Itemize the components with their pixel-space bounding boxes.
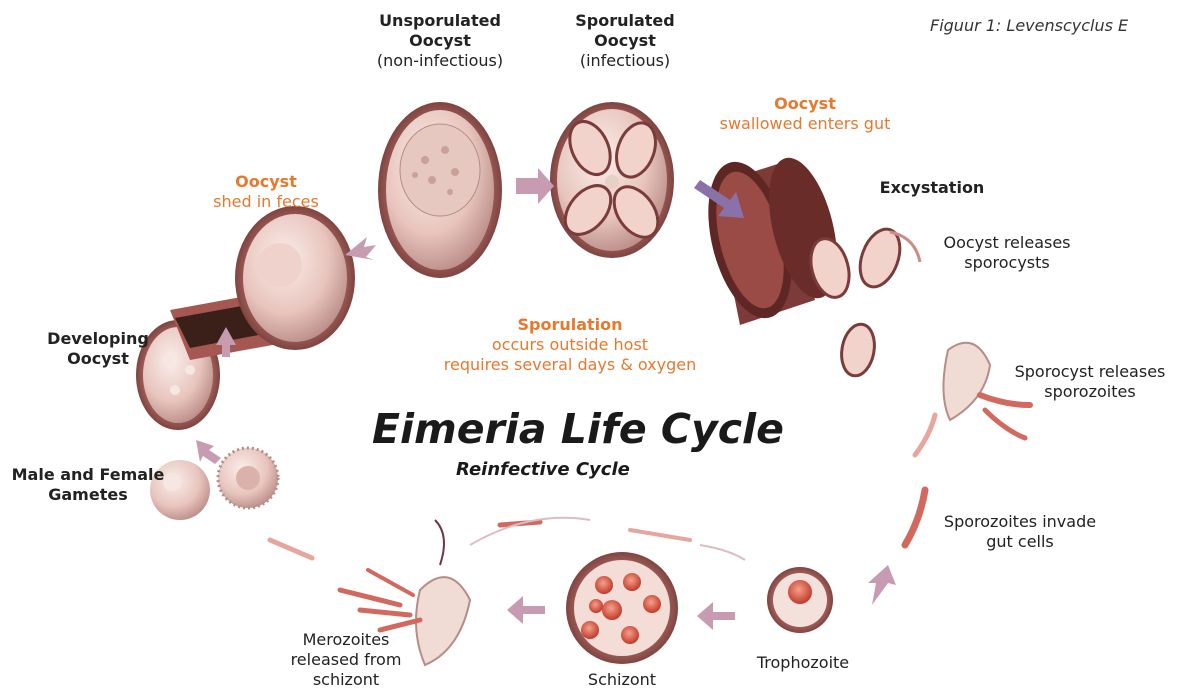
arrow-schizont-to-merozoites — [507, 596, 545, 624]
released-sporocysts-image — [805, 224, 920, 379]
shed-oocyst-image — [235, 206, 355, 350]
figure-caption: Figuur 1: Levenscyclus E — [930, 16, 1128, 35]
arrow-sporozoites-to-trophozoite — [868, 565, 896, 605]
sporulation-label: Sporulation occurs outside host requires… — [410, 315, 730, 375]
merozoites-label: Merozoites released from schizont — [278, 630, 414, 690]
arrow-unsporulated-to-sporulated — [516, 168, 554, 204]
sporocyst-releases-label: Sporocyst releases sporozoites — [993, 362, 1187, 402]
schizont-label: Schizont — [567, 670, 677, 690]
developing-oocyst-label: Developing Oocyst — [30, 329, 166, 369]
unsporulated-oocyst-image — [378, 102, 502, 278]
invading-sporozoite-image — [905, 490, 925, 545]
trophozoite-label: Trophozoite — [748, 653, 858, 673]
oocyst-shed-label: Oocyst shed in feces — [193, 172, 339, 212]
diagram-title: Eimeria Life Cycle — [372, 405, 784, 453]
sporulated-oocyst-label: Sporulated Oocyst (infectious) — [570, 11, 680, 71]
trophozoite-image — [767, 567, 833, 633]
merozoite-strands-image — [470, 518, 745, 560]
diagram-subtitle: Reinfective Cycle — [456, 459, 630, 480]
arrow-gametes-to-developing — [196, 440, 221, 464]
oocyst-swallowed-label: Oocyst swallowed enters gut — [687, 94, 923, 134]
sporulated-oocyst-image — [550, 102, 674, 258]
excystation-label: Excystation — [862, 178, 1002, 198]
schizont-image — [566, 552, 678, 664]
arrow-trophozoite-to-schizont — [697, 602, 735, 630]
unsporulated-oocyst-label: Unsporulated Oocyst (non-infectious) — [370, 11, 510, 71]
gametes-label: Male and Female Gametes — [4, 465, 172, 505]
oocyst-releases-label: Oocyst releases sporocysts — [917, 233, 1097, 273]
sporozoites-invade-label: Sporozoites invade gut cells — [930, 512, 1110, 552]
